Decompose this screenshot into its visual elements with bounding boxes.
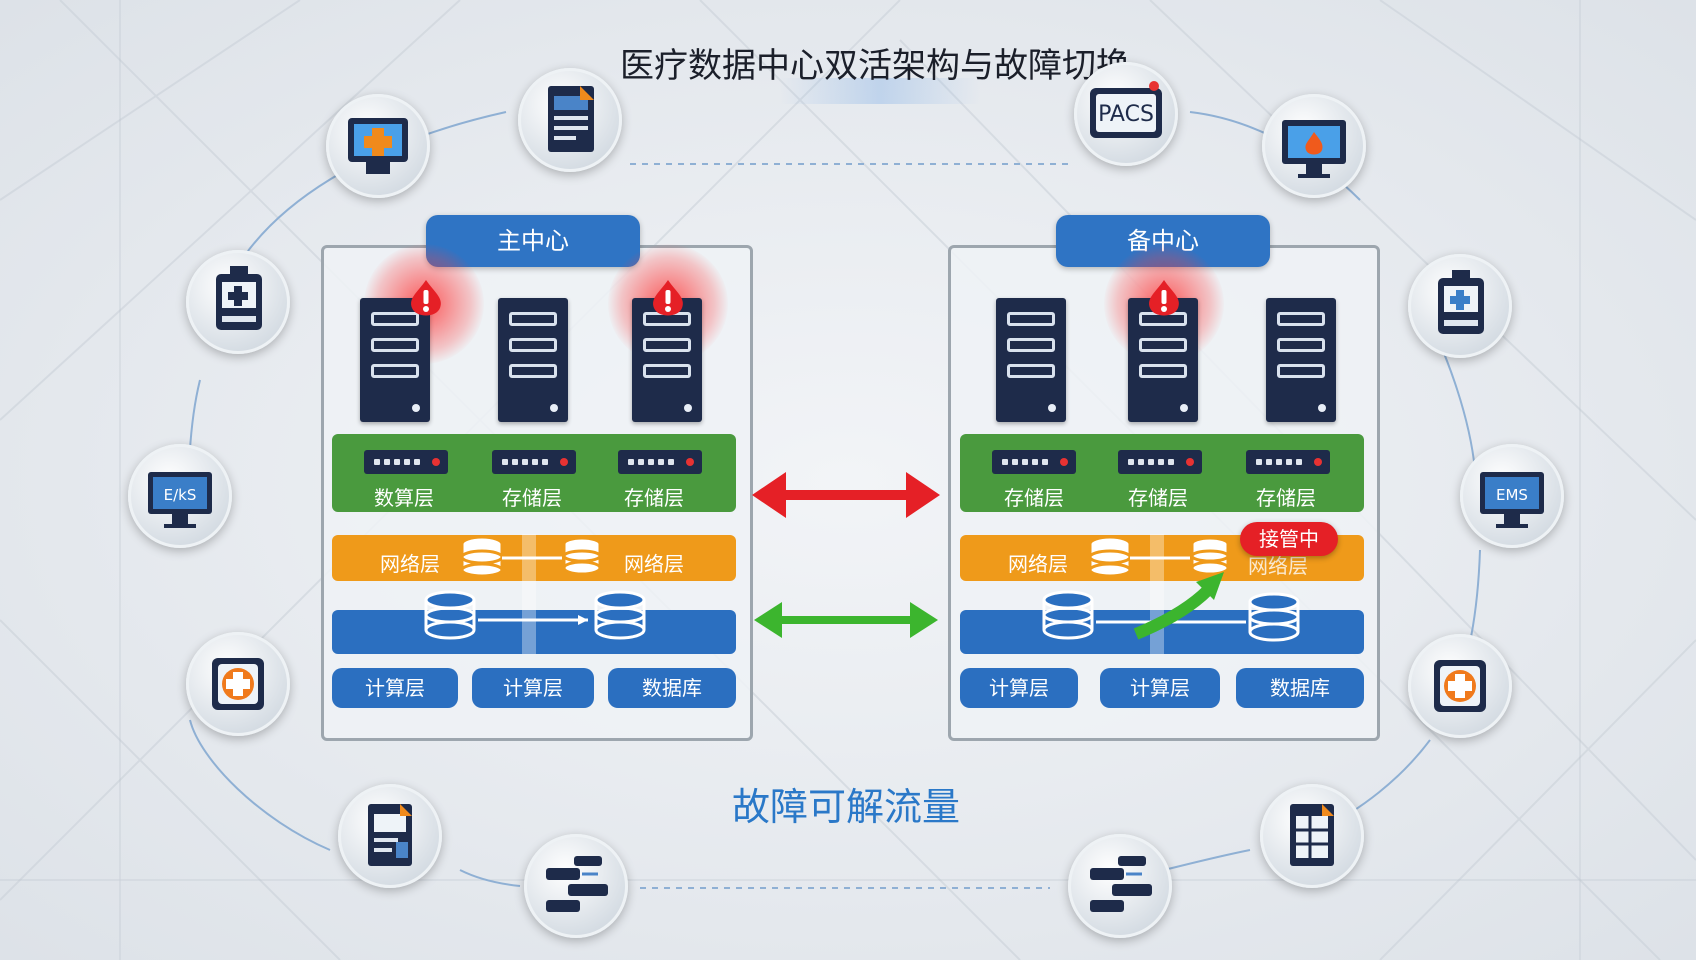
traffic-caption: 故障可解流量 [732,785,961,829]
primary-layer-pill[interactable]: 计算层 [332,668,458,708]
backup-layer-pill[interactable]: 计算层 [960,668,1078,708]
replication-arrow [754,602,938,638]
network-switch-icon [364,450,448,474]
spreadsheet-report-icon[interactable] [1260,784,1364,888]
backup-layer-label: 存储层 [1128,486,1188,510]
alert-icon [1149,280,1179,316]
network-switch-icon [1118,450,1202,474]
first-aid-icon-right[interactable] [1408,634,1512,738]
backup-layer-label: 存储层 [1004,486,1064,510]
database-icon [1190,536,1230,576]
database-icon [562,536,602,576]
primary-layer-pill[interactable]: 计算层 [472,668,594,708]
backup-network-label: 网络层 [1008,552,1068,576]
medical-device-icon[interactable] [186,250,290,354]
network-switch-icon [992,450,1076,474]
ehr-monitor-icon[interactable]: E/kS [128,444,232,548]
database-icon [1248,592,1300,642]
backup-replication-graphics [1042,534,1300,654]
database-icon [1042,590,1094,640]
backup-server-3[interactable] [1266,298,1336,422]
database-icon [594,590,646,640]
medical-monitor-icon[interactable] [326,94,430,198]
patient-record-icon[interactable] [338,784,442,888]
failover-arrow [752,472,940,518]
primary-layer-label: 存储层 [624,486,684,510]
primary-network-label: 网络层 [380,552,440,576]
ems-monitor-label: EMS [1496,486,1528,504]
title-highlight [780,78,980,104]
database-icon [460,535,504,578]
takeover-status-badge: 接管中 [1240,522,1338,556]
data-flow-icon[interactable] [524,834,628,938]
pacs-icon[interactable]: PACS [1074,62,1178,166]
database-icon [1088,535,1132,578]
ehr-monitor-label: E/kS [164,486,197,504]
pacs-label: PACS [1098,102,1154,127]
network-switch-icon [618,450,702,474]
primary-layer-label: 数算层 [374,486,434,510]
primary-server-1[interactable] [360,298,430,422]
primary-database-band [332,610,736,654]
database-icon [424,590,476,640]
backup-layer-pill[interactable]: 数据库 [1236,668,1364,708]
primary-layer-pill[interactable]: 数据库 [608,668,736,708]
primary-network-label: 网络层 [624,552,684,576]
sync-arrows [752,472,940,638]
backup-network-label: 网络层 [1248,554,1308,578]
network-switch-icon [492,450,576,474]
primary-replication-graphics [424,534,646,654]
alert-icon [653,280,683,316]
clinical-device-icon[interactable] [1408,254,1512,358]
page-title: 医疗数据中心双活架构与故障切换 [620,46,1130,86]
backup-layer-pill[interactable]: 计算层 [1100,668,1220,708]
takeover-arrow [1133,572,1224,640]
ems-monitor-icon[interactable]: EMS [1460,444,1564,548]
alert-icon [411,280,441,316]
first-aid-icon[interactable] [186,632,290,736]
primary-layer-label: 存储层 [502,486,562,510]
primary-server-2[interactable] [498,298,568,422]
medical-report-icon[interactable] [518,68,622,172]
backup-server-1[interactable] [996,298,1066,422]
backup-layer-label: 存储层 [1256,486,1316,510]
network-switch-icon [1246,450,1330,474]
data-flow-icon-right[interactable] [1068,834,1172,938]
emergency-monitor-icon[interactable] [1262,94,1366,198]
